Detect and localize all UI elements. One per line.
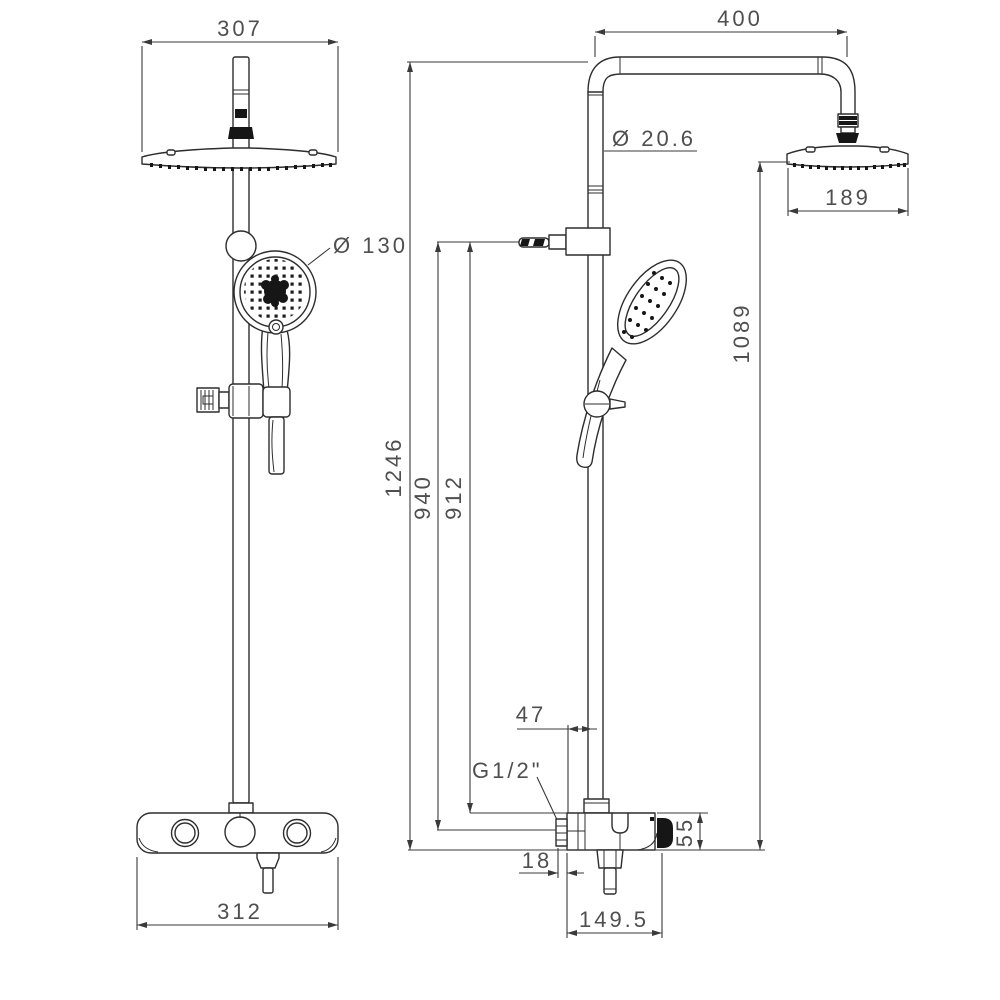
overhead-shower-side [786, 133, 909, 170]
shower-arm [587, 56, 859, 134]
hand-shower-side-dots [622, 271, 672, 339]
hand-shower-hose-stub [268, 416, 285, 475]
dim-400: 400 [594, 6, 848, 57]
front-view: 307 [136, 16, 408, 930]
dim-label-130: Ø 130 [333, 233, 408, 258]
outlet-stub-front [262, 867, 274, 894]
hand-shower-front [233, 250, 317, 393]
dim-label-1246: 1246 [381, 437, 406, 498]
dim-label-1089: 1089 [729, 303, 754, 364]
dim-47: 47 [516, 702, 597, 815]
slider-bracket-front [196, 383, 291, 475]
rail-slider-knob [225, 230, 257, 262]
hand-shower-handle-front [260, 325, 291, 393]
valve-body-front [136, 812, 339, 894]
dim-1089: 1089 [729, 161, 790, 850]
hand-shower-head-side [616, 259, 688, 345]
spray-nozzles-side [793, 163, 906, 170]
dim-912: 912 [441, 242, 567, 814]
valve-knob-center [224, 816, 256, 848]
dim-55: 55 [657, 812, 708, 850]
dim-1246: 1246 [381, 61, 588, 850]
dim-20-6: Ø 20.6 [604, 126, 697, 152]
diverter-hub [548, 234, 567, 250]
bracket-holder-front [262, 386, 291, 418]
valve-body-side [555, 812, 673, 895]
dim-189: 189 [787, 168, 909, 216]
dim-label-149-5: 149.5 [579, 907, 649, 932]
dim-940: 940 [410, 242, 557, 831]
hand-shower-mode-button [268, 319, 284, 335]
dim-18: 18 [519, 848, 584, 878]
dim-130: Ø 130 [307, 233, 408, 266]
valve-side-knob [657, 818, 673, 848]
dim-label-18: 18 [522, 848, 552, 873]
dim-312: 312 [136, 857, 339, 930]
pipe-bracket-side [565, 227, 611, 256]
dim-label-940: 940 [410, 474, 435, 520]
dim-label-g12: G1/2" [472, 758, 543, 783]
pipe-flange-side [583, 798, 610, 814]
dim-label-400: 400 [717, 6, 763, 31]
dim-307: 307 [141, 16, 339, 152]
bracket-body-front [228, 383, 264, 419]
diverter-assembly [437, 227, 611, 256]
overhead-shower-front [141, 147, 337, 171]
bracket-knurled-knob [196, 387, 220, 413]
dim-label-312: 312 [217, 899, 263, 924]
side-view: 400 1246 940 912 [381, 6, 909, 938]
riser-base-collar [228, 802, 254, 814]
dim-label-47: 47 [516, 702, 546, 727]
dim-149-5: 149.5 [566, 853, 663, 938]
spray-nozzles-front [150, 163, 332, 171]
holder-lever [609, 398, 626, 410]
dim-label-912: 912 [441, 474, 466, 520]
head-collar-front [228, 127, 254, 139]
head-collar-side [836, 133, 859, 143]
outlet-stub-side [603, 867, 617, 895]
hand-shower-side [576, 259, 688, 468]
dim-label-307: 307 [217, 16, 263, 41]
dim-label-55: 55 [672, 817, 697, 847]
hand-shower-center-cluster [261, 275, 289, 307]
dim-label-189: 189 [825, 185, 871, 210]
outlet-nut-side [596, 849, 624, 869]
dim-label-20-6: Ø 20.6 [612, 126, 696, 151]
pipe-collar-band [235, 109, 247, 118]
dim-g12: G1/2" [472, 758, 560, 825]
outlet-nut-front [256, 852, 280, 869]
arm-coupling [837, 113, 859, 128]
